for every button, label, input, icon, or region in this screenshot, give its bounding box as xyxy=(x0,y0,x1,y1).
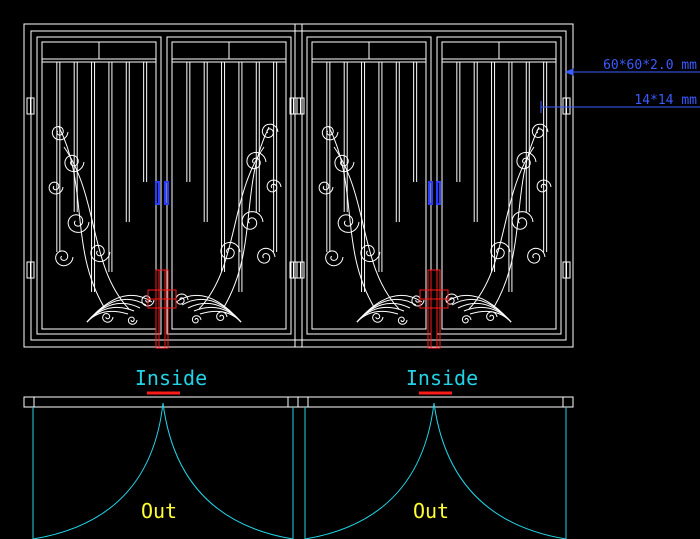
plan-post-right xyxy=(562,396,574,408)
dimension-callouts xyxy=(540,68,700,113)
leaf-4-vine-2 xyxy=(468,146,535,310)
swing-arc-left-2 xyxy=(162,402,294,539)
leaf-4-fan-scroll xyxy=(445,293,459,305)
leaf-1-scroll xyxy=(90,244,111,263)
lock-case-left xyxy=(155,269,169,349)
leaf-2-scroll xyxy=(241,211,264,230)
leaf-3-scroll xyxy=(334,154,355,173)
leaf-3-scroll xyxy=(321,125,339,141)
leaf-1-scroll xyxy=(48,181,64,195)
leaf-4-scroll xyxy=(527,247,546,264)
locks xyxy=(147,269,449,349)
door-leaf-1 xyxy=(36,36,162,335)
hinges xyxy=(26,97,571,279)
leaf-4-fan-scroll-3 xyxy=(461,315,472,324)
leaf-3-scroll xyxy=(318,181,334,195)
leaf-4-scroll xyxy=(490,241,511,260)
label-inside-right: Inside xyxy=(406,366,478,390)
dim-label-bar: 14*14 mm xyxy=(634,93,697,108)
leaf-3-scroll xyxy=(360,244,381,263)
leaf-3-fan-curve xyxy=(356,310,399,323)
leaf-1-scroll xyxy=(64,154,85,173)
door-leaf-2 xyxy=(166,36,292,335)
drop-bolt-right xyxy=(428,181,433,205)
drop-bolt-left-2 xyxy=(164,181,169,205)
plan-post-left xyxy=(23,396,35,408)
label-out-right: Out xyxy=(413,499,449,523)
leaf-3-fan-scroll-3 xyxy=(397,316,408,325)
drop-bolt-right-2 xyxy=(436,181,441,205)
leaf-2-scroll xyxy=(246,151,267,170)
leaf-4-fan-scroll-2 xyxy=(486,311,498,322)
elevation-view xyxy=(23,23,574,348)
leaf-4-scroll xyxy=(516,151,537,170)
leaf-2-scroll xyxy=(257,247,276,264)
plan-view xyxy=(23,391,574,539)
leaf-2-scroll xyxy=(220,241,241,260)
leaf-1-fan-scroll-2 xyxy=(102,312,114,323)
leaf-1-scroll xyxy=(55,250,74,267)
leaf-1-fan-curve xyxy=(86,310,129,323)
leaf-1-scroll xyxy=(51,125,69,141)
swing-arc-left-1 xyxy=(32,402,164,539)
plan-post-center-b xyxy=(297,396,309,408)
leaf-3-vine xyxy=(328,126,375,308)
leaf-3-scroll xyxy=(325,250,344,267)
leaf-3-fan-scroll-2 xyxy=(372,312,384,323)
drop-bolts xyxy=(155,181,441,205)
leaf-1-vine xyxy=(58,126,105,308)
leaf-2-fan-scroll-3 xyxy=(191,315,202,324)
door-leaf-4 xyxy=(436,36,562,335)
leaf-4-scroll xyxy=(511,211,534,230)
leaf-4-vine xyxy=(493,126,540,308)
lock-case-right xyxy=(427,269,441,349)
dim-label-frame-tube: 60*60*2.0 mm xyxy=(603,58,697,73)
leaf-2-vine-2 xyxy=(198,146,265,310)
label-inside-left: Inside xyxy=(135,366,207,390)
leaf-1-frame xyxy=(36,36,162,335)
leaf-3-fan-scroll xyxy=(411,295,425,307)
leaf-2-fan-scroll xyxy=(175,293,189,305)
leaf-1-fan-scroll-3 xyxy=(127,316,138,325)
leaf-2-scroll xyxy=(266,179,282,193)
leaf-2-vine xyxy=(223,126,270,308)
leaf-1-vine-2 xyxy=(63,146,130,310)
leaf-1-fan-scroll xyxy=(141,295,155,307)
swing-arc-right-2 xyxy=(433,402,567,539)
leaf-4-scroll xyxy=(536,179,552,193)
swing-arc-right-1 xyxy=(304,402,435,539)
dim-arrow-1 xyxy=(564,68,574,76)
inner-frame xyxy=(30,30,567,341)
leaf-3-vine-2 xyxy=(333,146,400,310)
outer-frame xyxy=(23,23,574,348)
leaf-2-fan-scroll-2 xyxy=(216,311,228,322)
label-out-left: Out xyxy=(141,499,177,523)
drop-bolt-left xyxy=(155,181,160,205)
